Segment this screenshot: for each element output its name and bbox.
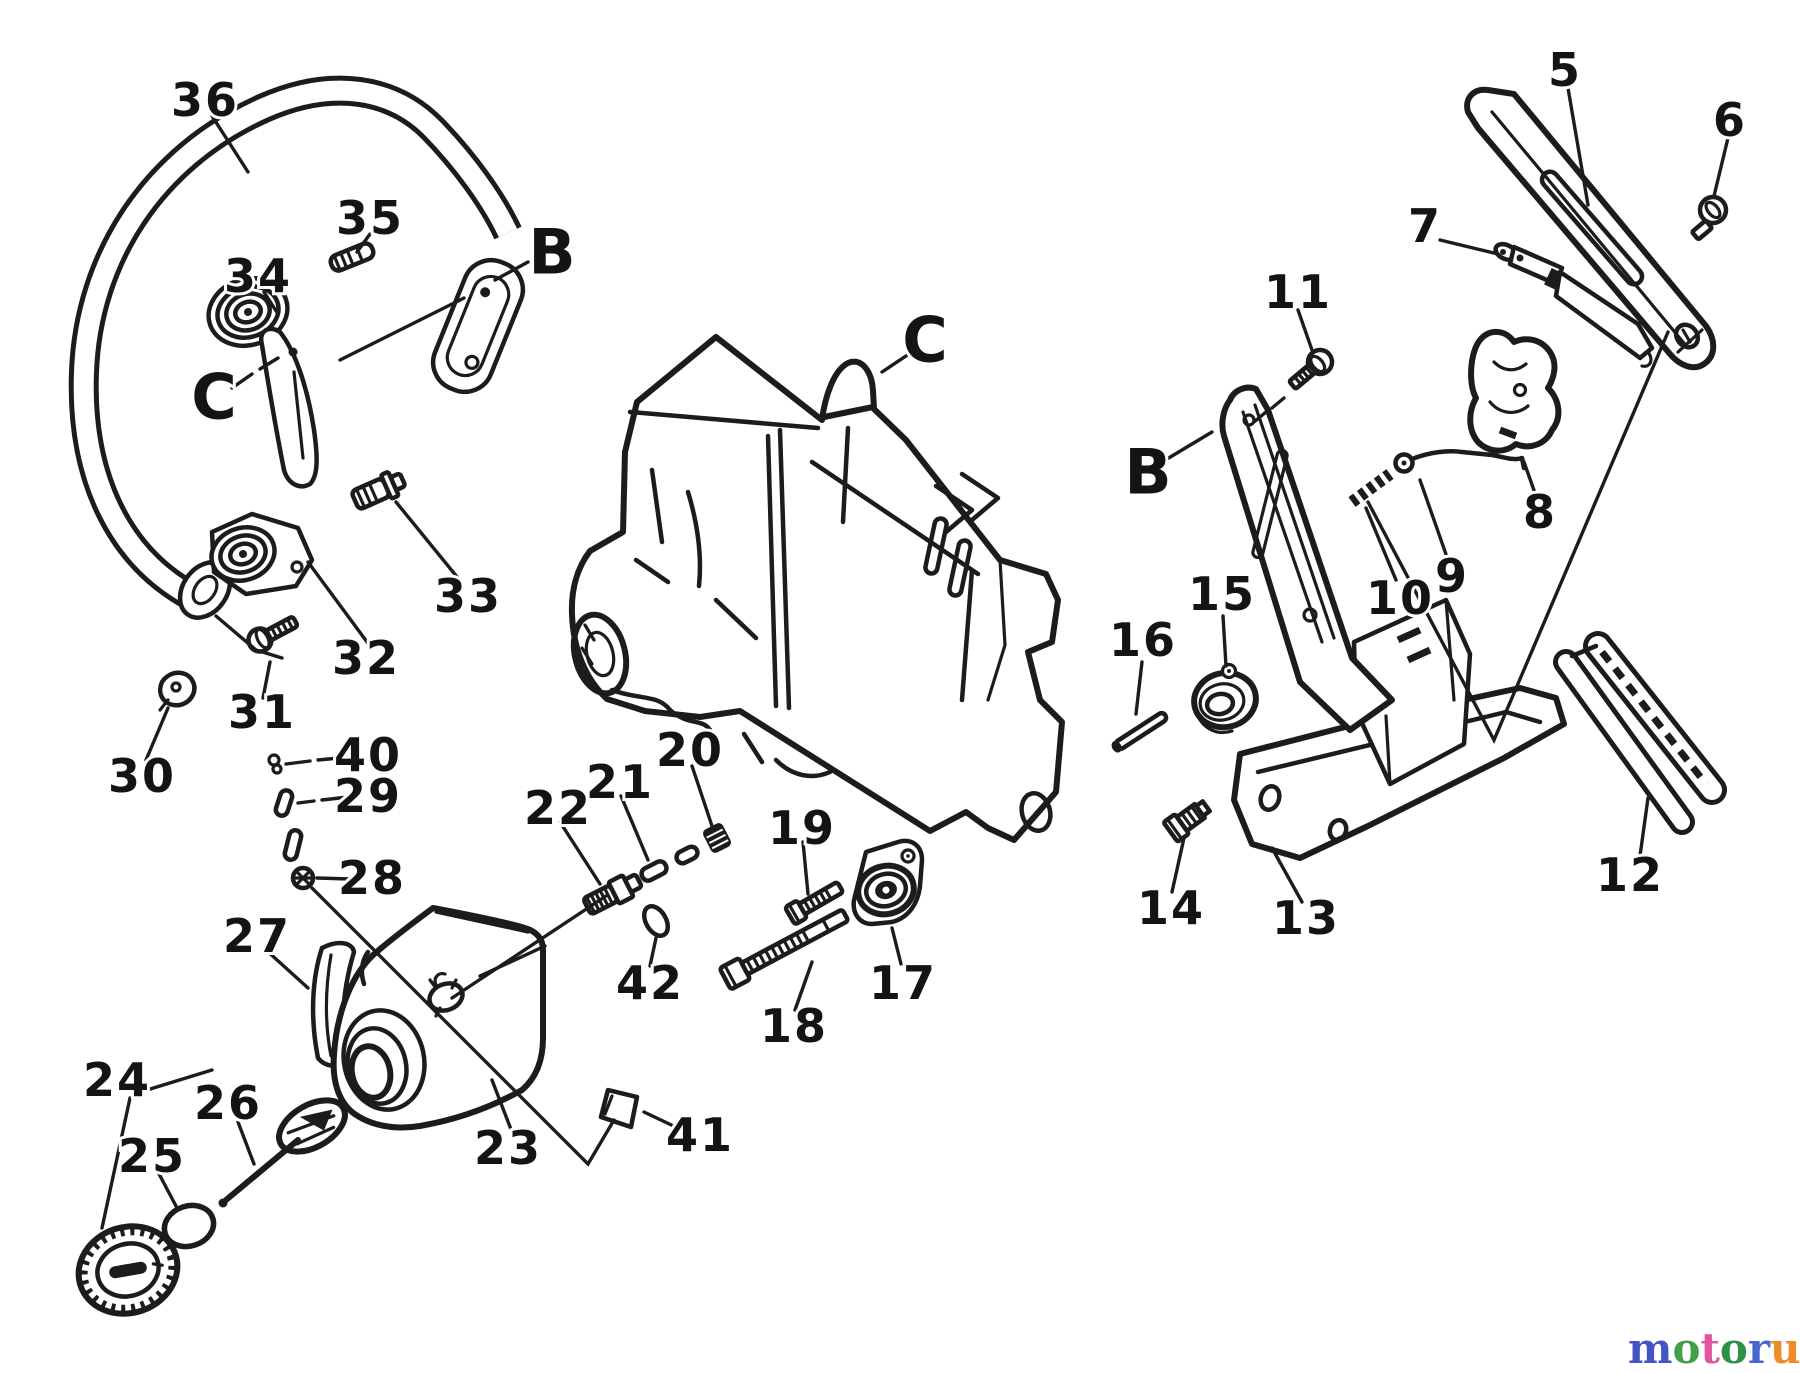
part-label-10: 10 <box>1366 571 1434 625</box>
part-label-31: 31 <box>228 685 296 739</box>
watermark-letter: o <box>1672 1324 1701 1373</box>
part-25-o-ring <box>161 1202 217 1250</box>
part-label-6: 6 <box>1713 93 1747 147</box>
part-label-34: 34 <box>224 249 292 303</box>
handle-end-pointer-line <box>214 614 284 660</box>
part-label-B-left: B <box>528 216 575 289</box>
part-5-chain-guide-plate <box>1464 86 1717 371</box>
part-10-spring <box>1348 469 1394 507</box>
part-label-30: 30 <box>108 749 176 803</box>
part-label-9: 9 <box>1435 549 1469 603</box>
part-label-19: 19 <box>768 801 836 855</box>
watermark-letter: o <box>1719 1324 1748 1373</box>
part-label-33: 33 <box>434 569 502 623</box>
part-19-screw <box>783 880 845 926</box>
part-12-handle-covers <box>1553 631 1727 835</box>
part-label-25: 25 <box>118 1129 186 1183</box>
part-label-17: 17 <box>869 956 937 1010</box>
part-41-plug-cone <box>598 1087 640 1130</box>
motoruf-watermark-logo: motoruf.de <box>1628 1316 1800 1370</box>
watermark-letter: r <box>1747 1324 1771 1373</box>
part-label-41: 41 <box>666 1108 734 1162</box>
part-label-36: 36 <box>171 73 239 127</box>
part-14-screw-fitting <box>1162 799 1212 844</box>
part-34-grommet-lever <box>206 276 319 489</box>
part-21-sleeves <box>639 844 700 883</box>
part-label-28: 28 <box>338 851 406 905</box>
part-label-15: 15 <box>1188 567 1256 621</box>
part-15-oil-cap <box>1191 662 1259 734</box>
part-label-11: 11 <box>1264 265 1332 319</box>
part-30-clip <box>158 670 197 712</box>
part-18-bolt <box>718 908 850 991</box>
part-33-bushing <box>350 470 407 511</box>
part-label-32: 32 <box>332 631 400 685</box>
part-label-22: 22 <box>524 781 592 835</box>
part-35-stud-screw <box>328 241 376 273</box>
part-label-13: 13 <box>1272 891 1340 945</box>
part-6-screw <box>1690 194 1729 242</box>
part-label-C-left: C <box>191 361 237 434</box>
part-label-16: 16 <box>1109 613 1177 667</box>
part-17-rubber-mount <box>851 838 925 927</box>
part-16-pin <box>1111 710 1169 753</box>
part-label-24: 24 <box>83 1053 151 1107</box>
watermark-letter: u <box>1770 1324 1800 1373</box>
bracket-b-front <box>430 257 526 395</box>
part-7-throttle-linkage <box>1493 241 1655 368</box>
watermark-letter: m <box>1628 1324 1673 1373</box>
part-label-8: 8 <box>1523 485 1557 539</box>
parts-40-29-small-stack <box>267 753 304 862</box>
part-32-handle-mount <box>209 511 315 597</box>
watermark-letters: motoruf <box>1628 1328 1800 1370</box>
part-26-cap-retainer <box>218 1097 348 1208</box>
part-label-21: 21 <box>586 755 654 809</box>
part-31-screw <box>246 615 300 654</box>
part-label-23: 23 <box>474 1121 542 1175</box>
part-label-20: 20 <box>656 723 724 777</box>
part-label-7: 7 <box>1408 199 1442 253</box>
part-24-fuel-cap <box>75 1223 181 1317</box>
part-label-26: 26 <box>194 1076 262 1130</box>
part-36-front-handle-tube <box>68 75 522 620</box>
part-label-C-center: C <box>902 304 948 377</box>
part-label-18: 18 <box>760 999 828 1053</box>
leader-lines <box>100 86 1730 1230</box>
part-8-brake-bracket <box>1467 329 1562 454</box>
part-label-40: 40 <box>334 728 402 782</box>
part-label-12: 12 <box>1596 848 1664 902</box>
part-28-knurled-grommet <box>290 865 316 891</box>
part-label-B-right: B <box>1124 436 1171 509</box>
crankcase-body <box>568 334 1065 843</box>
part-label-29: 29 <box>334 769 402 823</box>
part-42-o-ring <box>641 904 671 938</box>
part-20-knurled-nut <box>703 823 731 853</box>
part-label-14: 14 <box>1137 881 1205 935</box>
part-label-5: 5 <box>1548 43 1582 97</box>
part-9-brake-rod <box>1393 449 1527 474</box>
watermark-letter: t <box>1700 1324 1720 1373</box>
part-label-42: 42 <box>616 956 684 1010</box>
part-label-35: 35 <box>336 191 404 245</box>
assembly-axis-line <box>338 296 466 362</box>
part-label-27: 27 <box>223 909 291 963</box>
part-22-fitting <box>582 872 644 916</box>
part-11-screw <box>1287 347 1335 391</box>
